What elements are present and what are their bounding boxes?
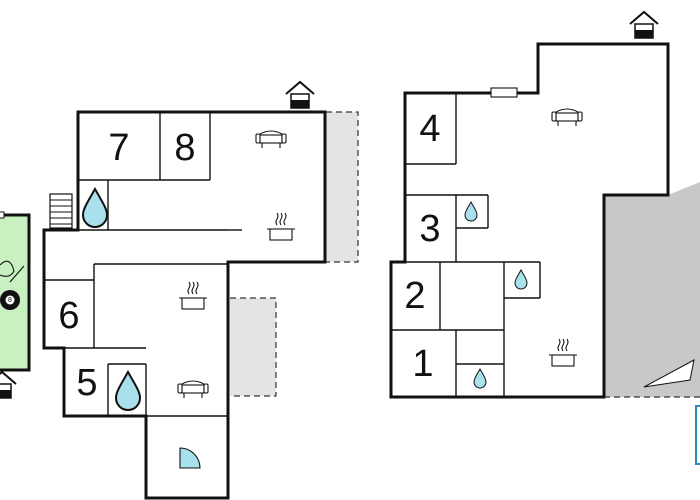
water-drop-icon-right-upper xyxy=(464,201,478,222)
terrace-lower xyxy=(230,298,276,396)
billiards-table-icon xyxy=(0,260,25,283)
right-building-outer-wall xyxy=(389,42,670,399)
room-2-label: 2 xyxy=(404,275,425,317)
entrance-house-icon-right xyxy=(629,11,659,39)
entrance-house-icon-garden xyxy=(0,371,17,399)
sofa-icon-right xyxy=(551,108,583,127)
cooking-pot-icon-left-lower xyxy=(178,281,208,310)
room-1-label: 1 xyxy=(412,343,433,385)
cooking-pot-icon-left-upper xyxy=(266,212,296,241)
room-5-label: 5 xyxy=(76,362,97,404)
room-7-label: 7 xyxy=(108,127,129,169)
window xyxy=(490,87,518,98)
outdoor-triangle-marker xyxy=(643,359,695,388)
terrace-upper xyxy=(326,112,358,262)
water-drop-icon-left-upper xyxy=(82,188,108,228)
shower-icon xyxy=(179,447,201,469)
water-drop-icon-left-lower xyxy=(115,371,141,411)
entrance-house-icon-left xyxy=(285,81,315,109)
outdoor-area xyxy=(604,182,700,397)
sofa-icon-left-upper xyxy=(255,130,287,149)
sofa-icon-left-lower xyxy=(177,380,209,399)
right-building-interior-walls xyxy=(391,93,541,397)
water-drop-icon-right-middle xyxy=(514,269,528,290)
water-drop-icon-right-lower xyxy=(473,368,487,389)
billiard-ball-icon: 8 xyxy=(0,290,20,310)
stairs-icon xyxy=(49,193,73,229)
room-6-label: 6 xyxy=(58,295,79,337)
billiard-ball-label: 8 xyxy=(8,297,12,304)
cooking-pot-icon-right xyxy=(548,338,578,367)
room-4-label: 4 xyxy=(419,108,440,150)
garden-door xyxy=(0,211,5,219)
room-8-label: 8 xyxy=(174,127,195,169)
room-3-label: 3 xyxy=(419,208,440,250)
outdoor-box xyxy=(695,405,700,465)
left-building-interior-walls xyxy=(44,112,242,417)
